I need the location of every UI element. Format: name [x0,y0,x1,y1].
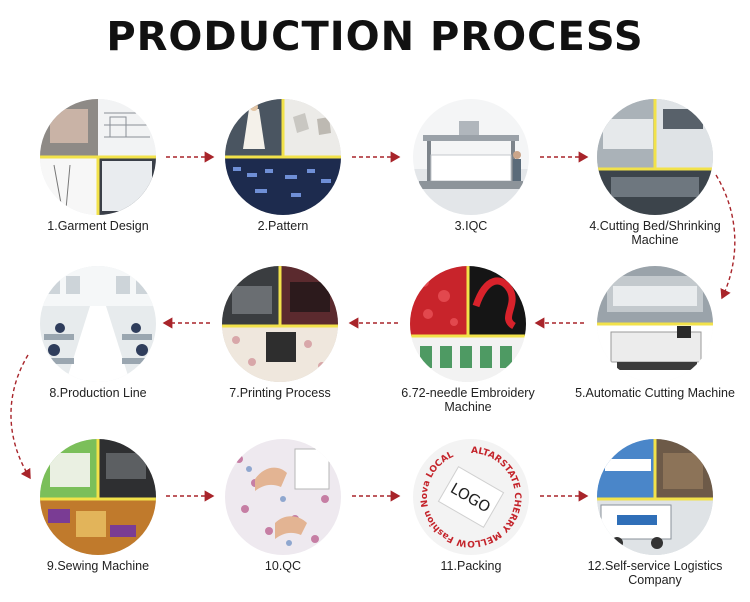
step-label: 5.Automatic Cutting Machine [575,386,735,400]
iqc-photo [413,99,529,215]
pattern-photo [225,99,341,215]
step-10: 10.QC [198,439,368,573]
step-label: 4.Cutting Bed/Shrinking Machine [589,219,721,247]
step-label: 7.Printing Process [229,386,331,400]
step-1: 1.Garment Design [13,99,183,233]
arrow-8-9 [10,354,31,480]
step-label: 8.Production Line [49,386,147,400]
step-11: ALTARSTATE CHERRY MELLOW Fashion Nova LO… [386,439,556,573]
packing-photo: ALTARSTATE CHERRY MELLOW Fashion Nova LO… [413,439,529,555]
step-8: 8.Production Line [13,266,183,400]
step-9: 9.Sewing Machine [13,439,183,573]
step-12: 12.Self-service Logistics Company [570,439,740,587]
step-label: 1.Garment Design [47,219,149,233]
step-5: 5.Automatic Cutting Machine [570,266,740,400]
sewing-machine-photo [40,439,156,555]
page-title: PRODUCTION PROCESS [106,14,644,60]
embroidery-photo [410,266,526,382]
step-label: 9.Sewing Machine [46,559,150,573]
step-label: 10.QC [264,559,302,573]
production-line-photo [40,266,156,382]
logistics-photo [597,439,713,555]
qc-photo [225,439,341,555]
step-4: 4.Cutting Bed/Shrinking Machine [570,99,740,247]
arrow-4-5 [715,174,736,300]
step-6: 6.72-needle Embroidery Machine [383,266,553,414]
garment-design-photo [40,99,156,215]
step-label: 2.Pattern [257,219,309,233]
step-2: 2.Pattern [198,99,368,233]
step-label: 12.Self-service Logistics Company [587,559,723,587]
printing-photo [222,266,338,382]
step-7: 7.Printing Process [195,266,365,400]
step-3: 3.IQC [386,99,556,233]
step-label: 11.Packing [440,559,502,573]
step-label: 3.IQC [454,219,488,233]
automatic-cutting-photo [597,266,713,382]
cutting-bed-photo [597,99,713,215]
step-label: 6.72-needle Embroidery Machine [401,386,535,414]
